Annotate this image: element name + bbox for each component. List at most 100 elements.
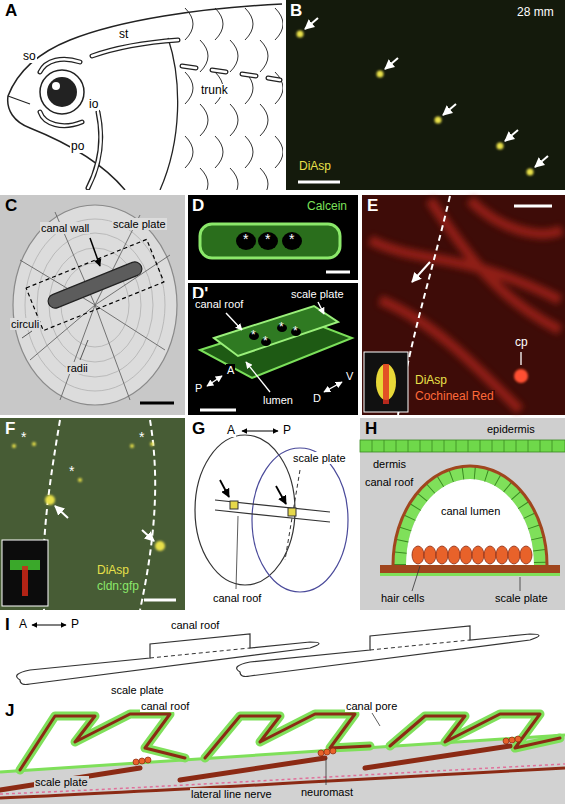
scale-photo xyxy=(20,212,170,400)
part-label: canal roof xyxy=(140,700,190,712)
part-label: cp xyxy=(514,336,529,349)
cldn-gfp-image xyxy=(142,530,154,541)
scale-photo xyxy=(90,238,100,266)
diasp-fluorescence-image xyxy=(385,58,398,69)
part-label: scale plate xyxy=(292,452,347,464)
cldn-gfp-image xyxy=(12,444,16,448)
diasp-fluorescence-image xyxy=(435,117,442,124)
part-label: A xyxy=(226,424,236,437)
lateral-line-schematic xyxy=(318,750,324,756)
fish-head-drawing xyxy=(88,112,101,188)
canal-cross-section xyxy=(460,546,472,564)
asterisk-mark: * xyxy=(264,232,271,247)
diasp-fluorescence-image xyxy=(535,156,548,167)
scale-photo xyxy=(46,260,144,310)
lateral-line-schematic xyxy=(0,768,140,790)
lateral-line-schematic xyxy=(0,700,565,804)
lateral-line-schematic xyxy=(372,713,380,726)
part-label: dermis xyxy=(372,458,407,470)
canal-3d-rendering xyxy=(214,306,338,356)
part-label: DiAsp xyxy=(414,374,448,387)
scale-overlap-schematic xyxy=(236,516,238,589)
part-label: trunk xyxy=(200,84,229,97)
asterisk-mark: * xyxy=(278,321,285,334)
cldn-gfp-image xyxy=(144,599,176,602)
scale-photo xyxy=(0,195,185,415)
lateral-line-schematic xyxy=(0,735,565,804)
canal-cross-section xyxy=(412,546,424,564)
part-label: P xyxy=(194,382,203,394)
scale-plate-outline xyxy=(237,626,539,677)
canal-cross-section xyxy=(360,440,565,452)
part-label: DiAsp xyxy=(96,564,130,577)
part-label: P xyxy=(70,618,80,631)
cldn-gfp-image xyxy=(140,420,155,610)
part-label: P xyxy=(282,424,292,437)
panel-letter: F xyxy=(4,420,16,439)
fish-head-drawing xyxy=(40,112,82,126)
asterisk-mark: * xyxy=(292,325,299,338)
fish-head-drawing xyxy=(160,38,178,190)
lateral-line-schematic xyxy=(20,714,185,770)
scale-plate-outline xyxy=(0,615,565,700)
scale-overlap-schematic xyxy=(188,418,355,610)
lateral-line-schematic xyxy=(503,738,509,744)
cochineal-red-image xyxy=(383,364,389,404)
canal-3d-rendering xyxy=(188,283,358,415)
part-label: st xyxy=(118,28,129,41)
cldn-gfp-image xyxy=(12,442,165,551)
lateral-line-schematic xyxy=(324,749,330,755)
part-label: circuli xyxy=(10,318,40,330)
part-label: so xyxy=(22,50,37,63)
canal-cross-section xyxy=(448,546,460,564)
fish-head-drawing xyxy=(40,59,80,72)
scale-overlap-schematic xyxy=(252,448,348,592)
part-label: V xyxy=(345,370,354,382)
asterisk-mark: * xyxy=(250,329,257,342)
panel-letter: A xyxy=(4,2,18,21)
lateral-line-schematic xyxy=(0,746,510,790)
canal-cross-section xyxy=(436,546,448,564)
diasp-fluorescence-image xyxy=(305,18,318,29)
cochineal-red-image xyxy=(364,352,408,412)
cldn-gfp-image xyxy=(45,495,55,505)
canal-cross-section xyxy=(380,565,560,573)
lateral-line-schematic xyxy=(365,746,510,768)
scale-overlap-schematic xyxy=(242,430,278,431)
canal-cross-section xyxy=(484,546,496,564)
cldn-gfp-image xyxy=(150,442,154,446)
part-label: DiAsp xyxy=(298,160,332,173)
canal-cross-section xyxy=(496,546,508,564)
part-label: Calcein xyxy=(306,200,348,213)
part-label: canal lumen xyxy=(440,505,501,517)
cldn-gfp-image xyxy=(22,566,28,596)
scale-overlap-schematic xyxy=(220,431,286,504)
diasp-fluorescence-image xyxy=(377,71,384,78)
lateral-line-schematic xyxy=(205,714,370,758)
part-label: canal roof xyxy=(170,619,220,631)
part-label: radii xyxy=(66,362,89,374)
calcein-canal-image xyxy=(326,271,350,274)
part-label: canal pore xyxy=(345,700,398,712)
panel-letter: C xyxy=(4,197,18,216)
diasp-fluorescence-image xyxy=(443,104,456,115)
lateral-line-schematic xyxy=(390,714,560,748)
canal-3d-rendering xyxy=(318,302,324,314)
cochineal-red-image xyxy=(412,262,430,282)
part-label: scale plate xyxy=(34,776,89,788)
cldn-gfp-image xyxy=(2,540,48,606)
calcein-canal-image xyxy=(188,195,358,280)
canal-cross-section xyxy=(424,546,436,564)
lateral-line-schematic xyxy=(133,736,521,765)
fish-head-drawing xyxy=(40,112,82,126)
lateral-line-schematic xyxy=(205,714,370,758)
scale-overlap-schematic xyxy=(230,501,238,509)
fish-head-drawing xyxy=(40,70,84,114)
scale-overlap-schematic xyxy=(276,486,286,504)
lateral-line-schematic xyxy=(0,764,565,794)
part-label: hair cells xyxy=(380,592,425,604)
lateral-line-schematic xyxy=(0,768,565,798)
canal-cross-section xyxy=(508,546,520,564)
panel-letter: D xyxy=(191,197,205,216)
asterisk-mark: * xyxy=(288,232,295,247)
